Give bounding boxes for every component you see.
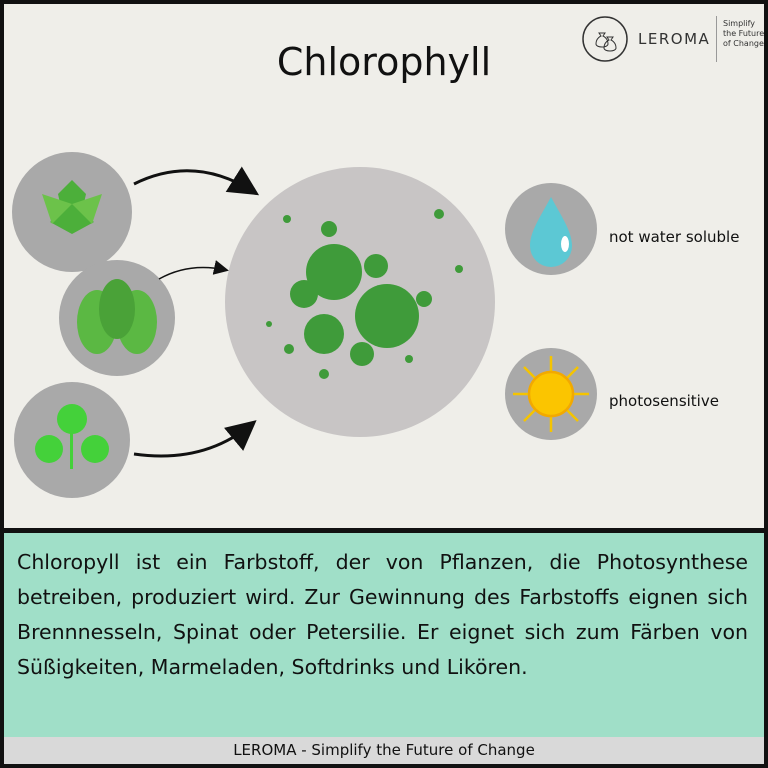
arrow — [133, 420, 257, 458]
nettle-icon — [42, 180, 102, 234]
chlorophyll-splash-icon — [266, 209, 463, 379]
arrow — [133, 166, 260, 196]
parsley-icon — [35, 404, 109, 469]
illustration — [12, 152, 597, 498]
property-label-light: photosensitive — [609, 392, 719, 410]
sun-icon — [513, 356, 589, 432]
spinach-circle — [59, 260, 175, 376]
logo-divider — [716, 16, 717, 62]
footer: LEROMA - Simplify the Future of Change — [4, 737, 764, 764]
sun-circle — [505, 348, 597, 440]
chlorophyll-splash-circle — [225, 167, 495, 437]
spinach-icon — [77, 279, 157, 354]
property-label-water: not water soluble — [609, 228, 740, 246]
nettle-circle — [12, 152, 132, 272]
water-drop-icon — [530, 197, 572, 267]
page-title: Chlorophyll — [276, 40, 492, 84]
description-panel: Chloropyll ist ein Farbstoff, der von Pf… — [4, 533, 764, 737]
description-text: Chloropyll ist ein Farbstoff, der von Pf… — [17, 550, 748, 679]
arrow — [158, 260, 229, 280]
parsley-circle — [14, 382, 130, 498]
water-drop-circle — [505, 183, 597, 275]
money-bags-icon — [582, 16, 628, 62]
